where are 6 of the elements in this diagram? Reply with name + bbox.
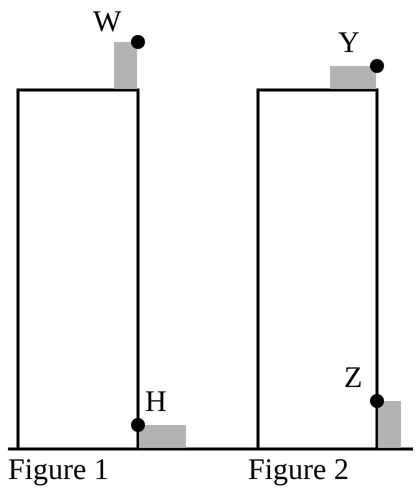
point-label: Z — [344, 360, 362, 396]
figure-caption: Figure 2 — [248, 452, 349, 488]
point-label: H — [145, 384, 167, 420]
point-label: W — [93, 4, 122, 40]
figure-caption: Figure 1 — [8, 452, 109, 488]
point-label: Y — [338, 25, 360, 61]
